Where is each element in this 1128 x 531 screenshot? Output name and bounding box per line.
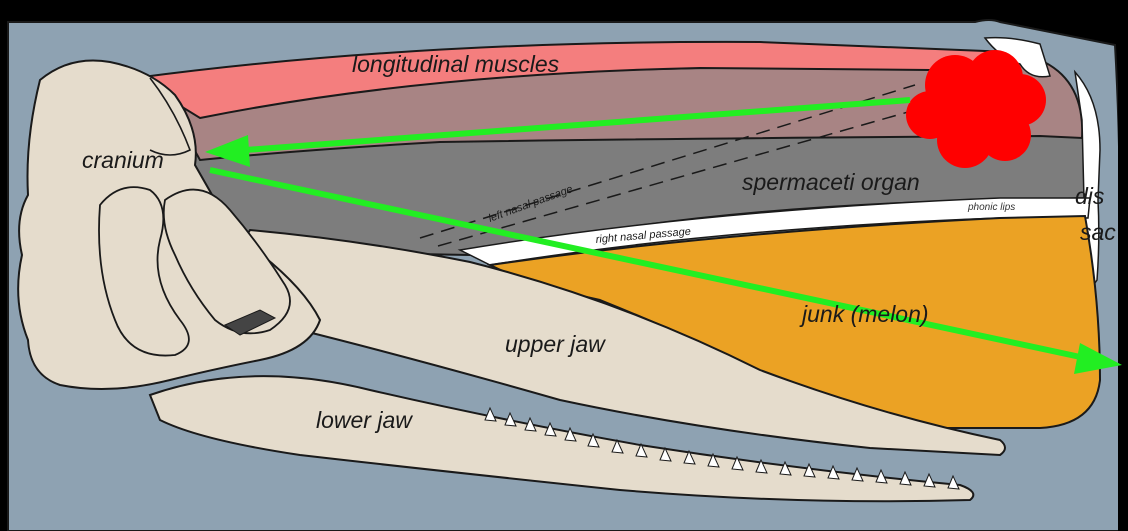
label-junk: junk (melon) [799,301,929,327]
label-spermaceti-organ: spermaceti organ [742,169,920,195]
label-upper-jaw: upper jaw [505,331,606,357]
label-cranium: cranium [82,147,164,173]
label-lower-jaw: lower jaw [316,407,413,433]
label-longitudinal-muscles: longitudinal muscles [352,51,560,77]
label-distal-sac-1: dis [1075,183,1105,209]
right-edge-shadow [1118,0,1128,531]
label-phonic-lips: phonic lips [967,202,1015,213]
label-distal-sac-2: sac [1080,219,1116,245]
